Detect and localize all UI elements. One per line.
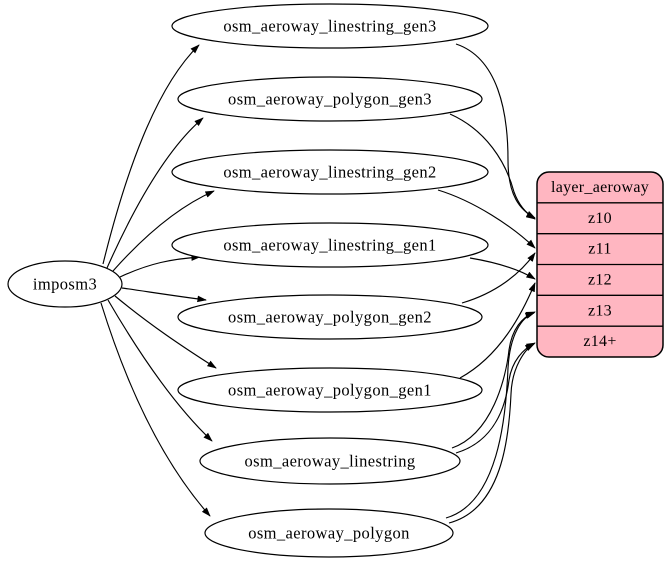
layer-row-z14plus: z14+ bbox=[583, 333, 616, 350]
node-label: osm_aeroway_polygon_gen1 bbox=[228, 381, 432, 400]
edge-osm-aeroway-linestring-gen3-to-z10 bbox=[455, 43, 536, 219]
node-osm-aeroway-polygon-gen1: osm_aeroway_polygon_gen1 bbox=[177, 367, 483, 413]
node-imposm3: imposm3 bbox=[7, 260, 123, 308]
edge-imposm3-to-osm-aeroway-linestring-gen2 bbox=[112, 190, 215, 272]
edge-imposm3-to-osm-aeroway-linestring-gen1 bbox=[119, 254, 201, 278]
edge-imposm3-to-osm-aeroway-polygon bbox=[100, 302, 211, 517]
edge-osm-aeroway-linestring-to-z14plus bbox=[455, 342, 536, 454]
edge-imposm3-to-osm-aeroway-polygon-gen2 bbox=[121, 287, 207, 303]
node-layer-aeroway: layer_aeroway z10 z11 z12 z13 z14+ bbox=[536, 171, 664, 358]
node-shape bbox=[177, 367, 483, 413]
node-shape bbox=[171, 222, 489, 268]
node-osm-aeroway-linestring-gen1: osm_aeroway_linestring_gen1 bbox=[171, 222, 489, 268]
layer-row-z12: z12 bbox=[588, 271, 612, 288]
edge-osm-aeroway-linestring-to-z13 bbox=[451, 311, 536, 449]
edge-osm-aeroway-polygon-to-z13 bbox=[445, 312, 535, 519]
node-shape bbox=[199, 437, 461, 485]
node-osm-aeroway-linestring: osm_aeroway_linestring bbox=[199, 437, 461, 485]
node-shape bbox=[171, 149, 489, 195]
node-label: osm_aeroway_linestring bbox=[244, 452, 415, 471]
layer-row-z10: z10 bbox=[588, 210, 612, 227]
layer-title: layer_aeroway bbox=[551, 179, 649, 196]
node-label: osm_aeroway_polygon_gen2 bbox=[228, 308, 432, 327]
node-label: imposm3 bbox=[33, 275, 97, 294]
node-shape bbox=[177, 76, 483, 122]
edge-osm-aeroway-linestring-gen1-to-z12 bbox=[469, 257, 536, 280]
edge-osm-aeroway-polygon-gen2-to-z11 bbox=[461, 252, 536, 304]
edge-osm-aeroway-polygon-gen1-to-z12 bbox=[459, 282, 536, 379]
node-osm-aeroway-polygon-gen3: osm_aeroway_polygon_gen3 bbox=[177, 76, 483, 122]
node-label: osm_aeroway_linestring_gen3 bbox=[223, 17, 436, 36]
node-osm-aeroway-polygon-gen2: osm_aeroway_polygon_gen2 bbox=[177, 294, 483, 340]
node-osm-aeroway-linestring-gen2: osm_aeroway_linestring_gen2 bbox=[171, 149, 489, 195]
node-label: osm_aeroway_polygon bbox=[248, 524, 410, 543]
node-shape bbox=[177, 294, 483, 340]
node-osm-aeroway-polygon: osm_aeroway_polygon bbox=[204, 508, 454, 558]
node-shape bbox=[171, 3, 489, 49]
edge-osm-aeroway-polygon-gen3-to-z10 bbox=[449, 113, 536, 220]
edge-imposm3-to-osm-aeroway-polygon-gen1 bbox=[114, 295, 217, 369]
edge-imposm3-to-osm-aeroway-linestring-gen3 bbox=[102, 44, 200, 265]
edge-osm-aeroway-linestring-gen2-to-z11 bbox=[437, 189, 536, 249]
edges bbox=[100, 43, 536, 524]
layer-row-z11: z11 bbox=[588, 241, 611, 258]
edge-imposm3-to-osm-aeroway-linestring bbox=[107, 299, 213, 442]
edge-imposm3-to-osm-aeroway-polygon-gen3 bbox=[106, 117, 204, 269]
node-label: osm_aeroway_linestring_gen2 bbox=[223, 163, 436, 182]
node-label: osm_aeroway_polygon_gen3 bbox=[228, 90, 432, 109]
node-label: osm_aeroway_linestring_gen1 bbox=[223, 236, 436, 255]
node-shape bbox=[7, 260, 123, 308]
edge-osm-aeroway-polygon-to-z14plus bbox=[448, 343, 535, 524]
node-osm-aeroway-linestring-gen3: osm_aeroway_linestring_gen3 bbox=[171, 3, 489, 49]
layer-row-z13: z13 bbox=[588, 302, 612, 319]
node-shape bbox=[204, 508, 454, 558]
